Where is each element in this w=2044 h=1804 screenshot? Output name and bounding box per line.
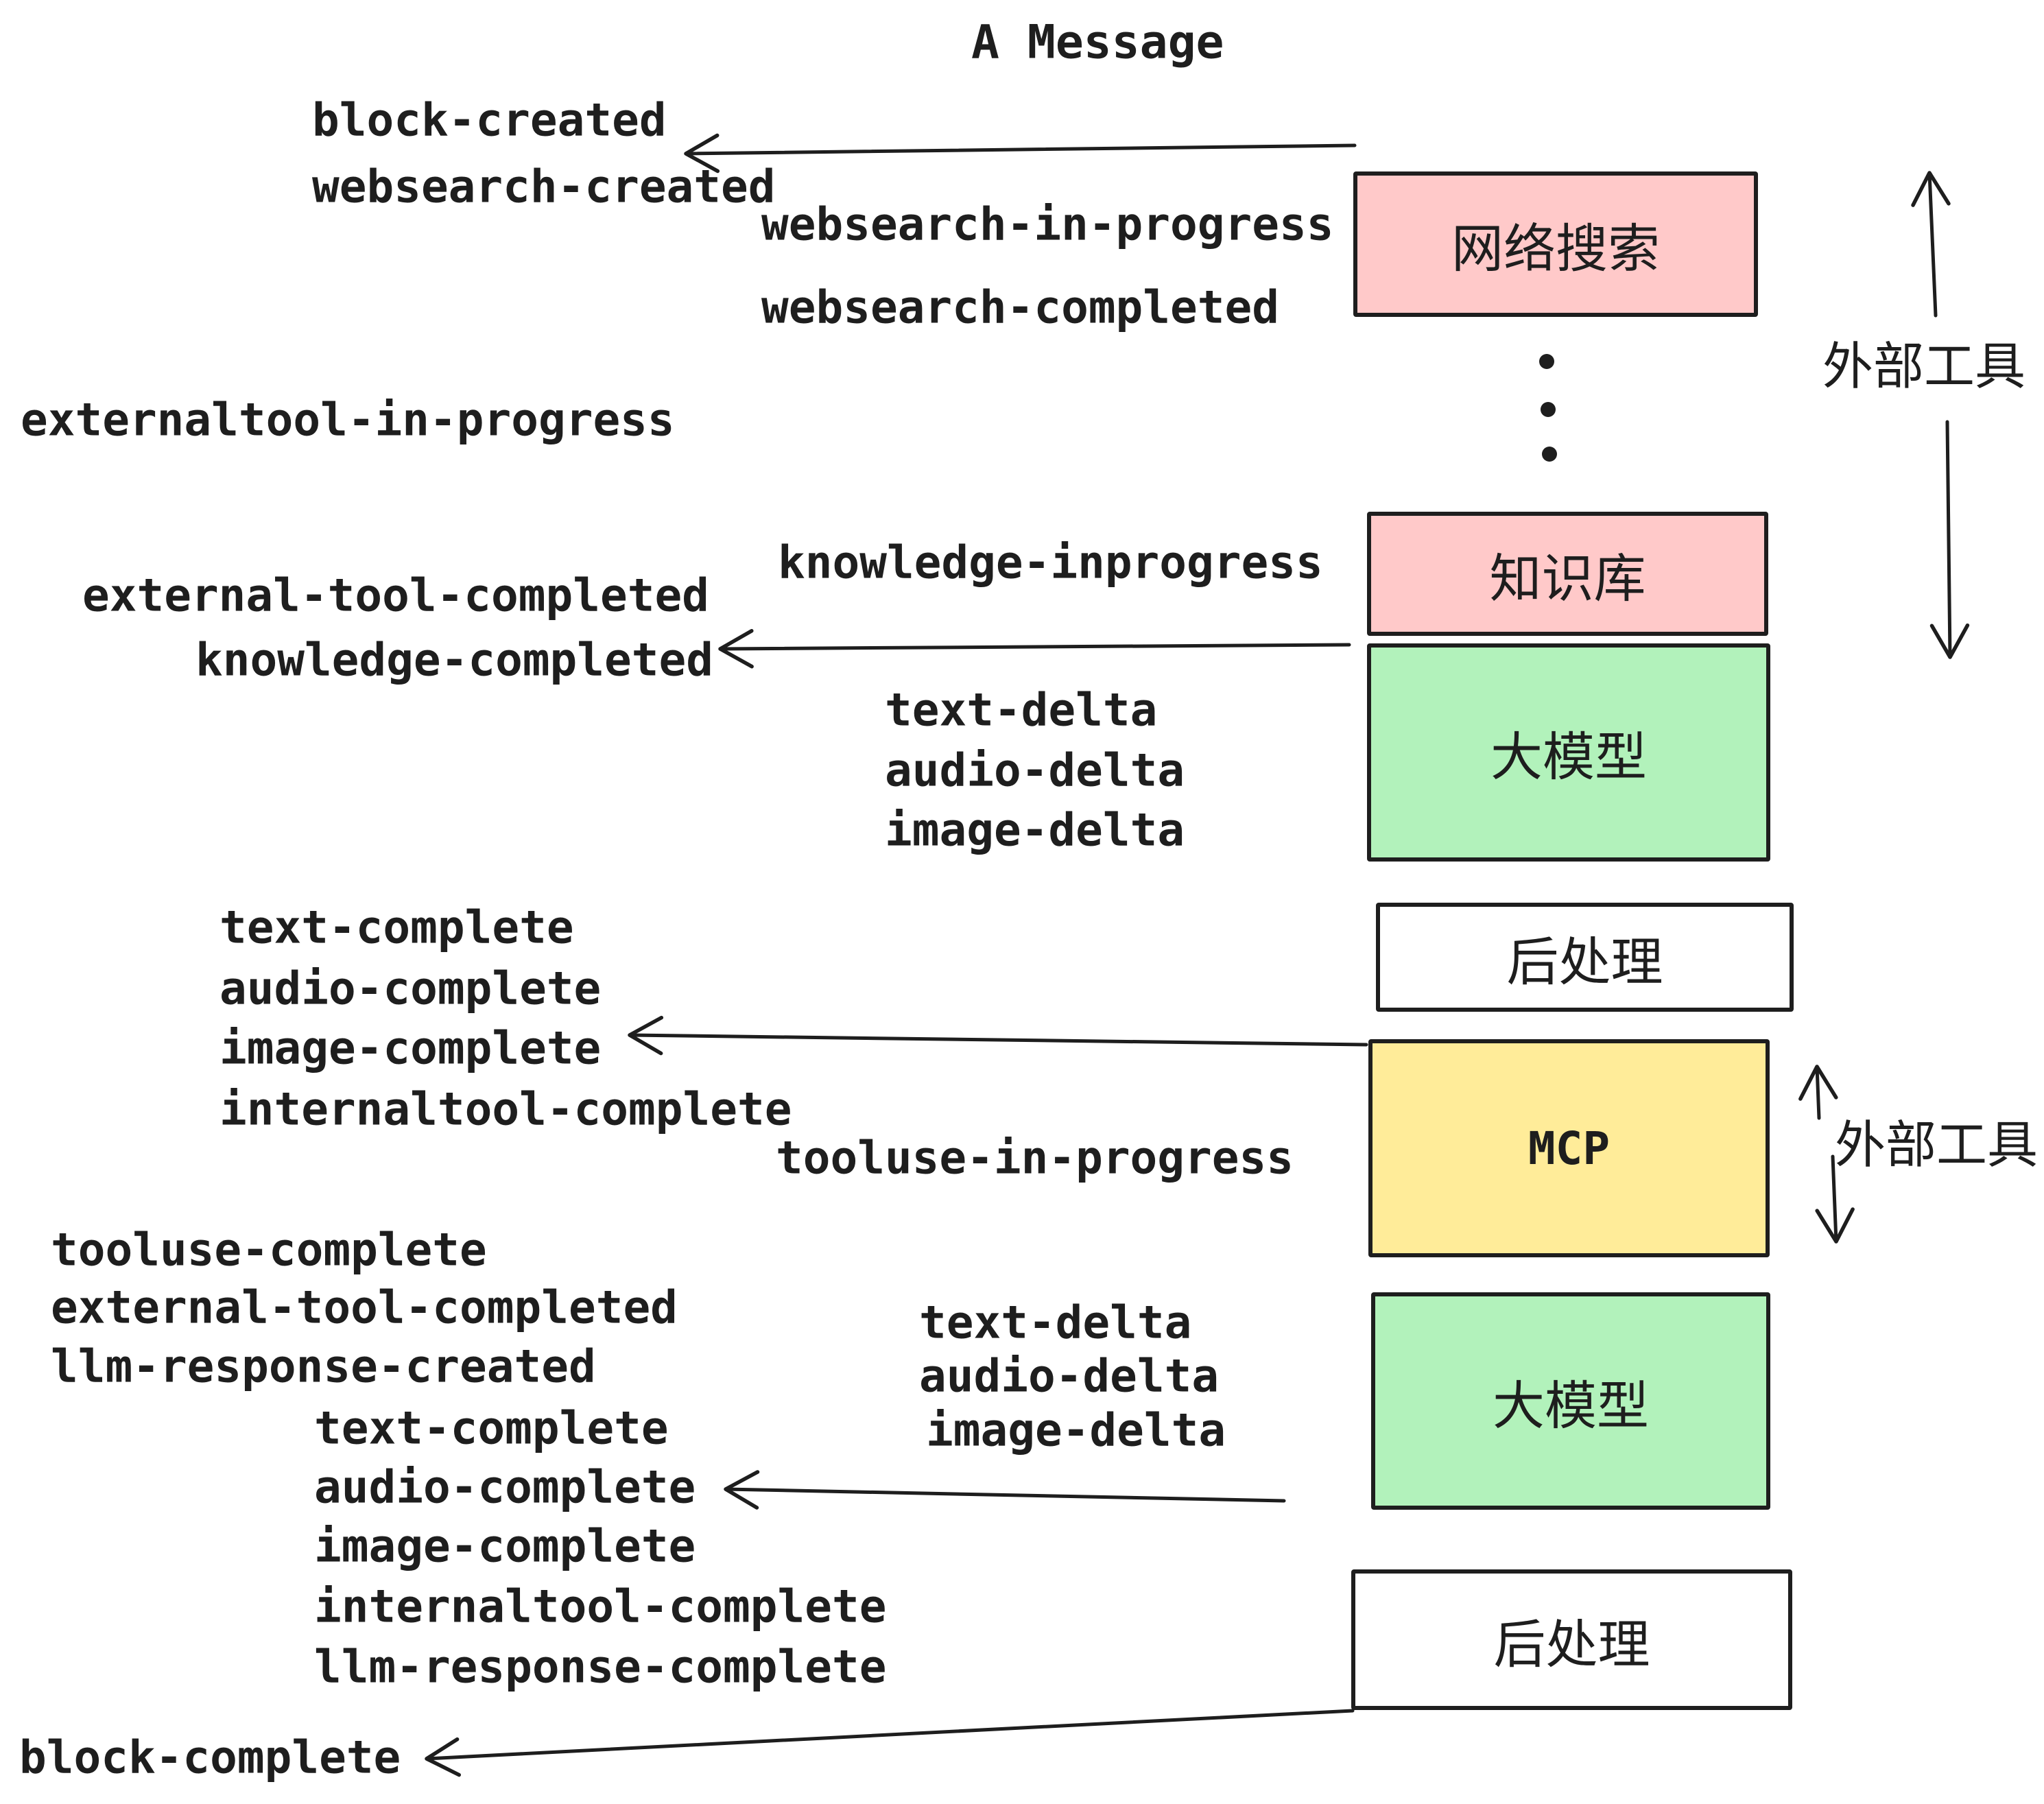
event-label-internaltool-complete: internaltool-complete [314, 1580, 887, 1633]
event-label-text-complete: text-complete [219, 901, 574, 954]
double-arrow-bottom-up [1798, 1065, 1838, 1120]
event-label-websearch-created: websearch-created [312, 160, 776, 213]
event-label-llm-response-complete: llm-response-complete [314, 1640, 887, 1694]
box-knowledge: 知识库 [1367, 512, 1768, 636]
box-label: 网络搜索 [1451, 218, 1660, 279]
diagram-title: A Message [971, 15, 1224, 70]
event-label-audio-delta: audio-delta [919, 1349, 1220, 1403]
event-label-externaltool-in-progress: externaltool-in-progress [21, 393, 675, 447]
event-label-audio-complete: audio-complete [314, 1460, 696, 1514]
box-mcp: MCP [1368, 1039, 1770, 1257]
event-label-tooluse-complete: tooluse-complete [51, 1223, 487, 1277]
box-websearch: 网络搜索 [1353, 171, 1758, 317]
arrow-to-audio-complete [724, 1470, 1286, 1510]
event-label-block-complete: block-complete [19, 1731, 401, 1784]
arrow-to-image-complete [628, 1015, 1368, 1056]
event-label-tooluse-in-progress: tooluse-in-progress [776, 1131, 1294, 1185]
event-label-text-delta: text-delta [885, 683, 1158, 737]
arrow-to-block-complete [425, 1709, 1355, 1777]
box-label: 后处理 [1493, 1613, 1650, 1675]
event-label-text-delta: text-delta [919, 1296, 1192, 1349]
box-label: 后处理 [1506, 931, 1663, 993]
event-label-websearch-completed: websearch-completed [761, 281, 1279, 334]
box-llm-2: 大模型 [1371, 1292, 1770, 1510]
ellipsis-dot [1541, 402, 1556, 417]
box-postprocess-1: 后处理 [1376, 903, 1794, 1012]
ellipsis-dot [1542, 447, 1557, 462]
event-label-image-complete: image-complete [219, 1021, 602, 1075]
external-tools-label-top: 外部工具 [1822, 337, 2025, 396]
box-label: MCP [1528, 1121, 1611, 1175]
external-tools-label-bottom: 外部工具 [1835, 1115, 2038, 1175]
ellipsis-dot [1539, 354, 1554, 369]
event-label-audio-complete: audio-complete [219, 962, 602, 1015]
event-label-external-tool-completed: external-tool-completed [51, 1281, 678, 1334]
event-label-image-delta: image-delta [926, 1403, 1226, 1457]
box-label: 知识库 [1489, 547, 1646, 609]
box-llm-1: 大模型 [1367, 643, 1770, 862]
event-label-image-complete: image-complete [314, 1519, 696, 1573]
event-label-internaltool-complete: internaltool-complete [219, 1082, 792, 1136]
event-label-audio-delta: audio-delta [885, 744, 1185, 797]
event-label-knowledge-inprogress: knowledge-inprogress [778, 536, 1323, 589]
event-label-llm-response-created: llm-response-created [51, 1340, 596, 1393]
arrow-to-block-created [684, 133, 1357, 174]
event-label-text-complete: text-complete [314, 1401, 669, 1455]
event-label-external-tool-completed: external-tool-completed [82, 569, 709, 622]
arrow-to-knowledge-completed [718, 628, 1351, 669]
event-label-websearch-in-progress: websearch-in-progress [761, 198, 1334, 251]
event-label-image-delta: image-delta [885, 803, 1185, 857]
box-label: 大模型 [1490, 726, 1647, 787]
double-arrow-top-down [1929, 420, 1970, 659]
box-postprocess-2: 后处理 [1351, 1569, 1792, 1710]
box-label: 大模型 [1493, 1375, 1649, 1436]
event-label-block-created: block-created [312, 93, 667, 147]
event-label-knowledge-completed: knowledge-completed [195, 633, 713, 687]
double-arrow-top-up [1911, 171, 1951, 318]
